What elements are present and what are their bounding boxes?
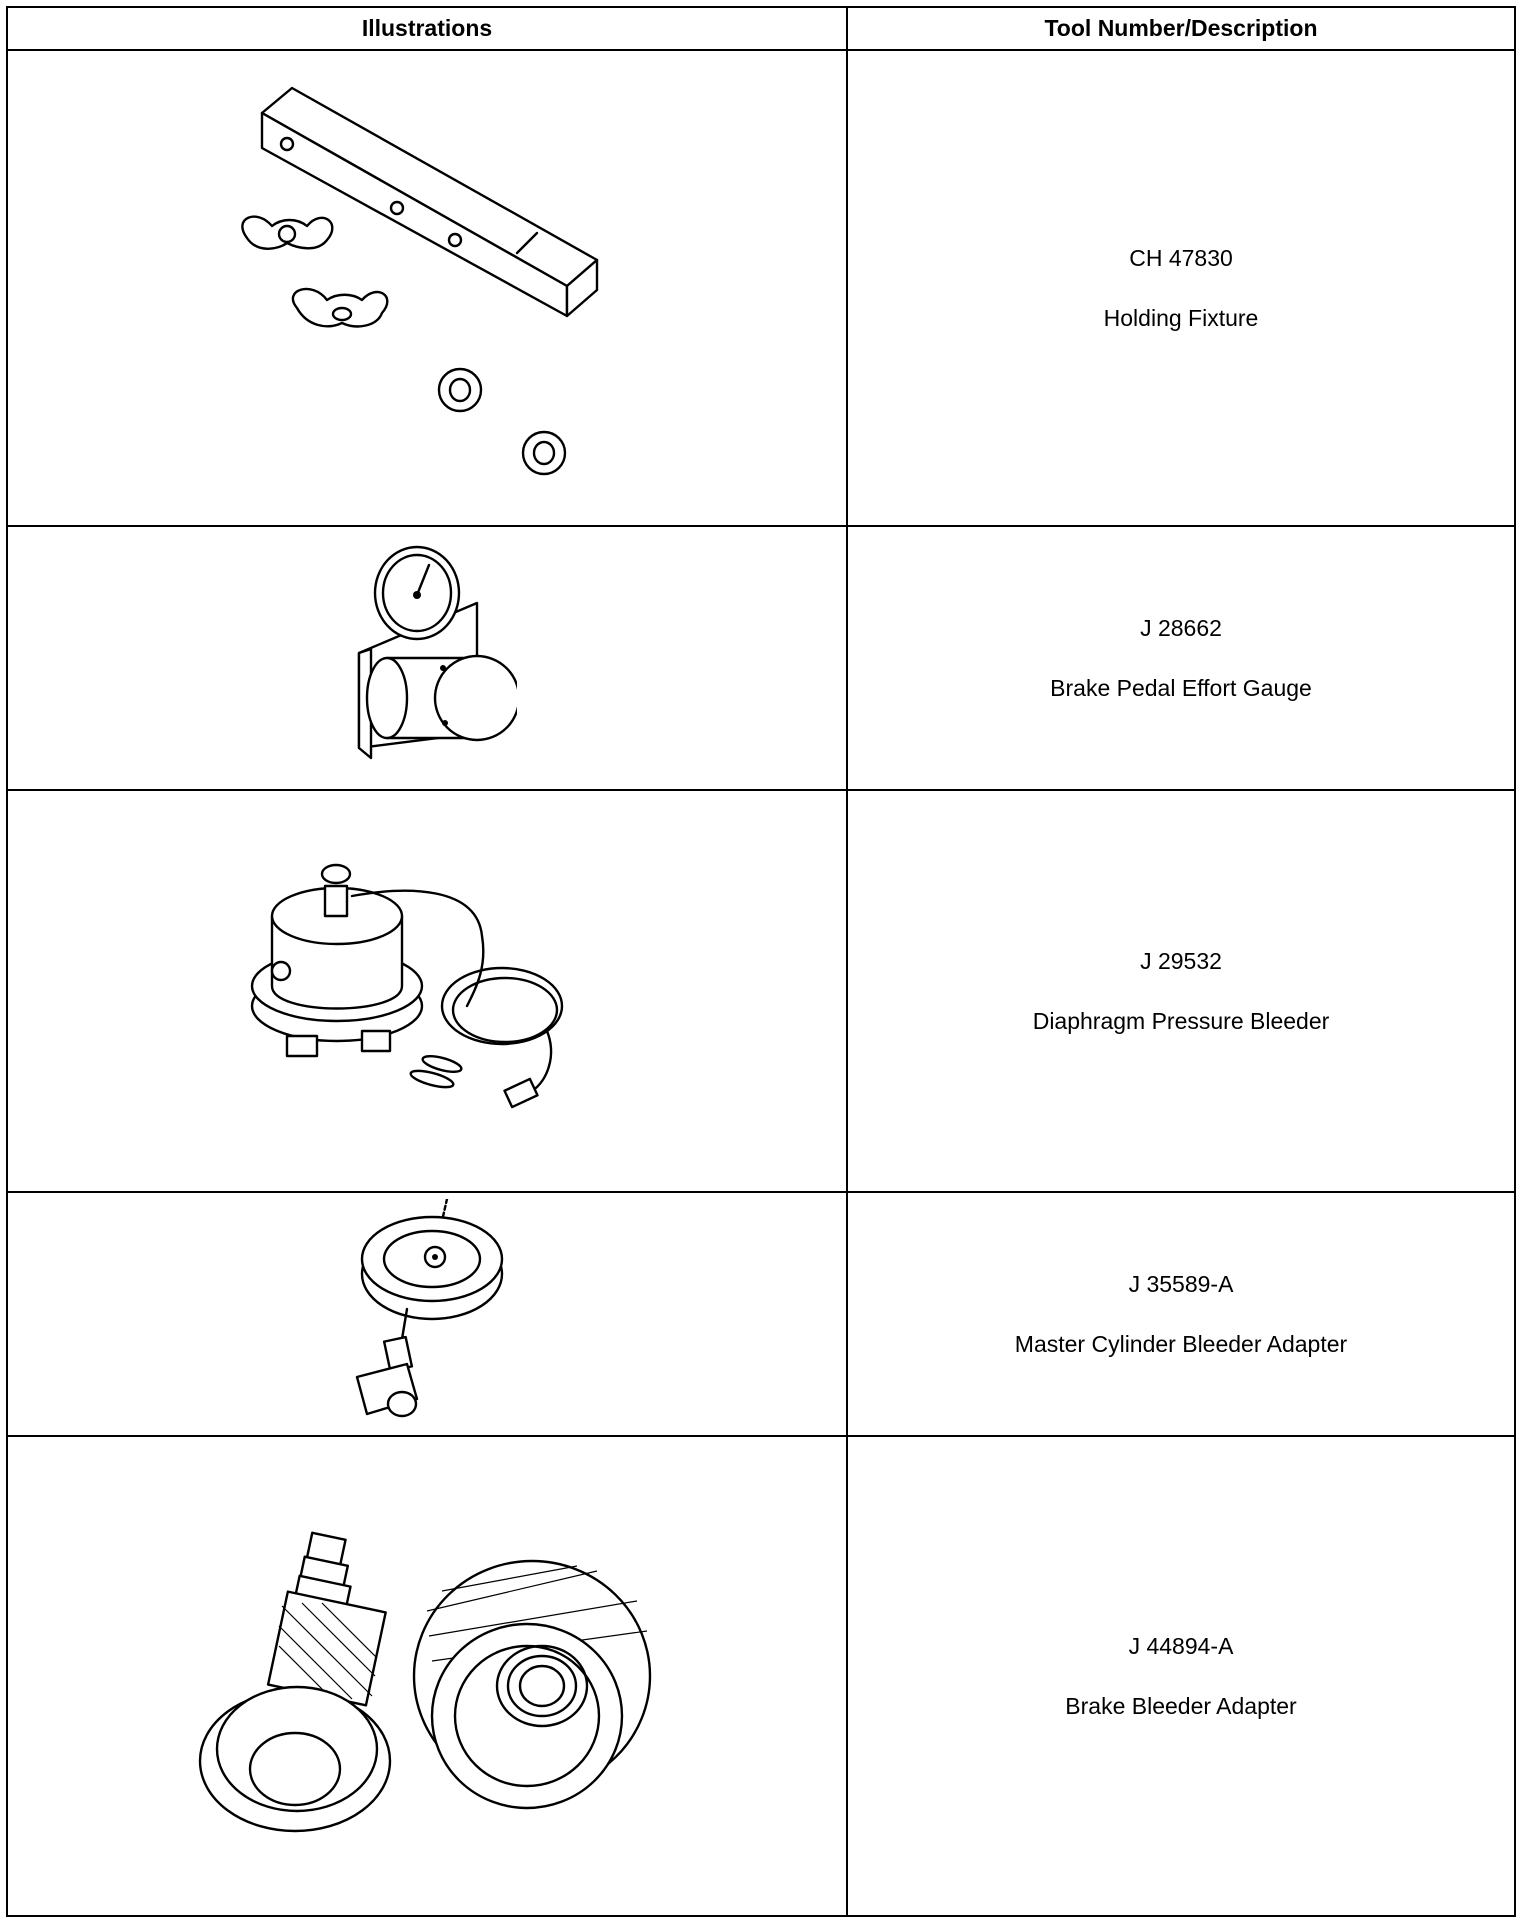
description-cell: J 44894-A Brake Bleeder Adapter: [846, 1435, 1516, 1917]
pressure-bleeder-illustration: [250, 863, 564, 1109]
illustration-cell: [6, 1191, 848, 1437]
master-cylinder-adapter-illustration: [355, 1199, 504, 1418]
illustration-cell: [6, 49, 848, 527]
description-cell: J 35589-A Master Cylinder Bleeder Adapte…: [846, 1191, 1516, 1437]
effort-gauge-illustration: [357, 545, 517, 760]
illustration-cell: [6, 789, 848, 1193]
tool-number: J 44894-A: [1128, 1632, 1234, 1659]
tool-description: Diaphragm Pressure Bleeder: [1032, 1007, 1330, 1034]
tool-description: Brake Bleeder Adapter: [1065, 1692, 1297, 1719]
holding-fixture-illustration: [241, 86, 599, 476]
table-row: CH 47830 Holding Fixture: [6, 49, 1516, 527]
tool-description: Brake Pedal Effort Gauge: [1050, 674, 1312, 701]
table-row: J 29532 Diaphragm Pressure Bleeder: [6, 789, 1516, 1193]
tool-description: Master Cylinder Bleeder Adapter: [1014, 1330, 1348, 1357]
illustration-cell: [6, 1435, 848, 1917]
description-cell: J 28662 Brake Pedal Effort Gauge: [846, 525, 1516, 791]
table-header-row: Illustrations Tool Number/Description: [6, 6, 1516, 51]
description-cell: CH 47830 Holding Fixture: [846, 49, 1516, 527]
table-row: J 28662 Brake Pedal Effort Gauge: [6, 525, 1516, 791]
tool-description: Holding Fixture: [1103, 304, 1259, 331]
tool-number: J 29532: [1140, 947, 1222, 974]
tool-number: CH 47830: [1129, 244, 1233, 271]
tool-number: J 35589-A: [1128, 1270, 1234, 1297]
table-row: J 44894-A Brake Bleeder Adapter: [6, 1435, 1516, 1917]
special-tools-table: Illustrations Tool Number/Description: [6, 6, 1516, 1917]
table-row: J 35589-A Master Cylinder Bleeder Adapte…: [6, 1191, 1516, 1437]
description-cell: J 29532 Diaphragm Pressure Bleeder: [846, 789, 1516, 1193]
tool-number: J 28662: [1140, 614, 1222, 641]
header-tool-number-description: Tool Number/Description: [846, 6, 1516, 51]
brake-bleeder-adapter-illustration: [198, 1531, 652, 1833]
header-illustrations: Illustrations: [6, 6, 848, 51]
illustration-cell: [6, 525, 848, 791]
